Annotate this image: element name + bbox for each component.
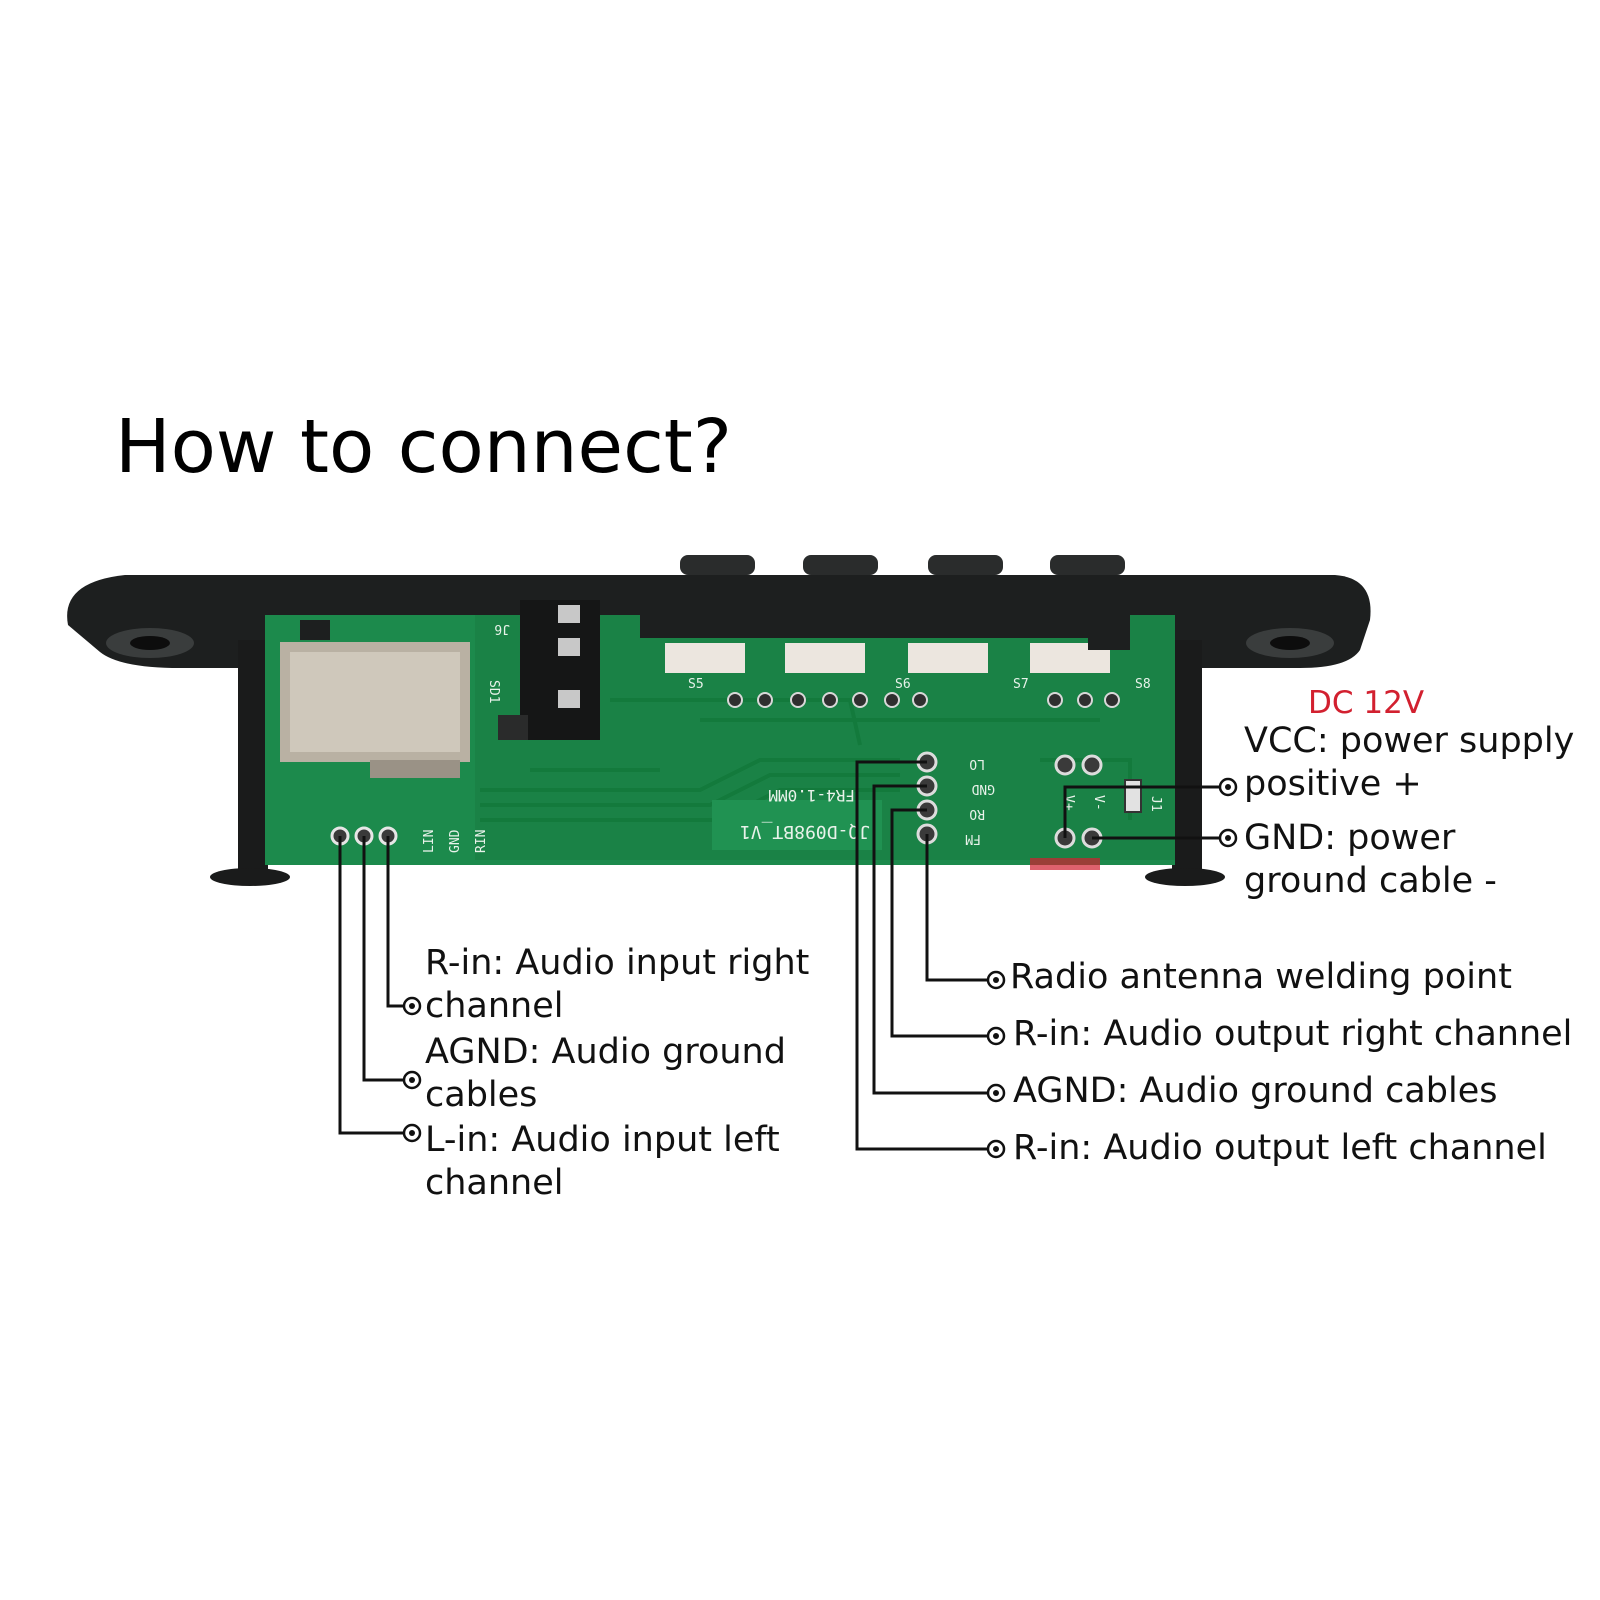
panel-tab-left <box>300 620 330 640</box>
silk-ro: RO <box>969 806 985 821</box>
red-wire-stub <box>1030 858 1100 870</box>
leader-lines <box>338 760 1220 1151</box>
lin-input-label-line2: channel <box>425 1163 564 1203</box>
silk-board-id: JQ-D098BT_V1 <box>740 821 870 842</box>
lout-label: R-in: Audio output left channel <box>1013 1128 1547 1168</box>
leader-vcc <box>1063 785 1220 838</box>
aux-pad-3 <box>558 690 580 708</box>
silk-s5: S5 <box>688 677 704 692</box>
panel-button-2 <box>803 555 878 575</box>
panel-tab-right <box>1088 610 1130 650</box>
leader-ro <box>890 808 990 1038</box>
silkscreen: J6 SD1 LIN GND RIN LO GND RO FM V+ V- J1… <box>422 621 1163 853</box>
silk-sd1: SD1 <box>486 680 501 703</box>
j1-component <box>1124 779 1142 813</box>
silk-j1: J1 <box>1148 796 1163 812</box>
aux-pad-1 <box>558 605 580 623</box>
silk-gnd-in: GND <box>448 829 463 853</box>
silk-s6: S6 <box>895 677 911 692</box>
agnd-output-label: AGND: Audio ground cables <box>1013 1071 1498 1111</box>
radio-antenna-label: Radio antenna welding point <box>1010 957 1512 997</box>
gnd-power-label-line1: GND: power <box>1244 818 1456 858</box>
aux-jack <box>520 600 600 740</box>
sd-card-slot-face <box>290 652 460 752</box>
leader-fm <box>925 834 990 982</box>
silk-lo: LO <box>969 756 985 771</box>
silk-s7: S7 <box>1013 677 1029 692</box>
silk-j6: J6 <box>494 621 510 636</box>
aux-pad-2 <box>558 638 580 656</box>
rin-input-label-line1: R-in: Audio input right <box>425 943 810 983</box>
panel-button-3 <box>928 555 1003 575</box>
dc-voltage-label: DC 12V <box>1308 685 1425 721</box>
v-plus-pad-top <box>1054 754 1076 776</box>
rout-label: R-in: Audio output right channel <box>1013 1014 1573 1054</box>
page-title: How to connect? <box>115 404 733 490</box>
silk-rin: RIN <box>474 830 489 853</box>
v-minus-pad-top <box>1081 754 1103 776</box>
silk-fm: FM <box>965 831 981 846</box>
bracket-foot-left <box>210 868 290 886</box>
vcc-label-line1: VCC: power supply <box>1244 721 1575 761</box>
switch-pins <box>727 692 1120 708</box>
agnd-input-label-line1: AGND: Audio ground <box>425 1032 786 1072</box>
agnd-input-label: AGND: Audio ground cables <box>425 1031 786 1117</box>
lin-input-label: L-in: Audio input left channel <box>425 1119 780 1205</box>
silk-lin: LIN <box>422 830 437 853</box>
silk-s8: S8 <box>1135 677 1151 692</box>
bracket-left <box>238 640 268 870</box>
silk-fr4: FR4-1.0MM <box>768 786 855 805</box>
panel-button-4 <box>1050 555 1125 575</box>
panel-screw-hole-right-center <box>1270 636 1310 650</box>
silk-v-plus: V+ <box>1061 795 1076 811</box>
terminal-marker-dots <box>409 784 1231 1152</box>
agnd-input-label-line2: cables <box>425 1075 538 1115</box>
bracket-foot-right <box>1145 868 1225 886</box>
leader-agnd-in <box>362 836 404 1082</box>
leader-lo <box>855 760 990 1151</box>
rin-input-label: R-in: Audio input right channel <box>425 942 809 1028</box>
pcb-label-area <box>712 800 882 850</box>
aux-jack-foot <box>498 715 528 740</box>
leader-rin <box>386 836 404 1008</box>
panel-button-1 <box>680 555 755 575</box>
gnd-power-label: GND: power ground cable - <box>1244 817 1497 903</box>
leader-gnd-out <box>872 784 990 1095</box>
vcc-label: VCC: power supply positive + <box>1244 720 1574 806</box>
vcc-label-line2: positive + <box>1244 764 1422 804</box>
sd-card-pins <box>370 760 460 778</box>
leader-lin <box>338 836 404 1135</box>
silk-v-minus: V- <box>1091 795 1106 811</box>
panel-lip <box>640 610 1090 638</box>
silk-gnd-out: GND <box>971 781 995 796</box>
lin-input-label-line1: L-in: Audio input left <box>425 1120 780 1160</box>
gnd-power-label-line2: ground cable - <box>1244 861 1497 901</box>
rin-input-label-line2: channel <box>425 986 564 1026</box>
panel-screw-hole-left-center <box>130 636 170 650</box>
bracket-right <box>1172 640 1202 870</box>
